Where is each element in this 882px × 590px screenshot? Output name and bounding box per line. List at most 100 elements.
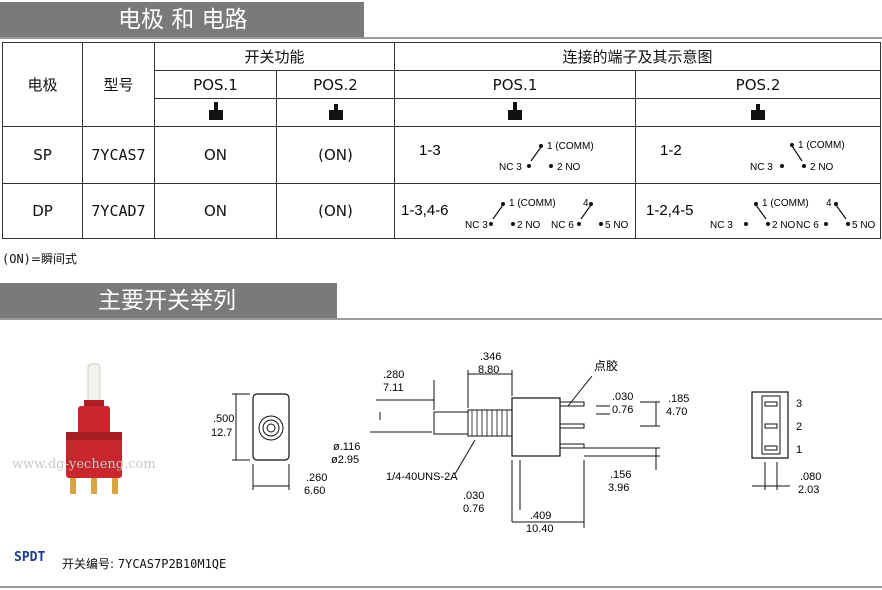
toggle-up-icon	[154, 98, 277, 127]
svg-text:1 (COMM): 1 (COMM)	[509, 198, 556, 209]
svg-text:2 NO: 2 NO	[517, 220, 541, 231]
part-number-label: 开关编号:	[62, 557, 115, 571]
svg-text:12.7: 12.7	[211, 427, 232, 439]
svg-text:.280: .280	[383, 369, 404, 381]
rear-view: 3 2 1 .080 2.03	[751, 391, 821, 496]
svg-text:.030: .030	[463, 490, 484, 502]
section-title: 电极 和 电路	[118, 7, 248, 33]
circuit-table: 电极 型号 开关功能 连接的端子及其示意图 POS.1 POS.2 POS.1 …	[2, 42, 882, 239]
svg-text:10.40: 10.40	[526, 523, 554, 535]
svg-text:.156: .156	[610, 469, 631, 481]
header-function: 开关功能	[153, 42, 396, 71]
svg-text:NC 6: NC 6	[551, 220, 574, 231]
svg-text:0.76: 0.76	[612, 404, 633, 416]
svg-text:.346: .346	[480, 351, 501, 363]
table-row: DP 7YCAD7 ON (ON) 1-3,4-6 1 (COMM) NC 3 …	[2, 183, 882, 239]
toggle-up-icon	[394, 98, 637, 127]
svg-text:6.60: 6.60	[304, 485, 325, 497]
divider	[0, 37, 882, 39]
svg-text:2 NO: 2 NO	[557, 162, 581, 173]
svg-text:2 NO: 2 NO	[810, 162, 834, 173]
section-banner-circuits: 电极 和 电路	[0, 2, 364, 38]
svg-text:2 NO: 2 NO	[772, 220, 796, 231]
svg-text:1 (COMM): 1 (COMM)	[547, 141, 594, 152]
svg-text:NC 3: NC 3	[465, 220, 488, 231]
svg-text:2: 2	[796, 421, 802, 433]
svg-text:.030: .030	[612, 391, 633, 403]
svg-text:1: 1	[796, 444, 802, 456]
switch-type-label: SPDT	[14, 550, 46, 565]
connection-pos2-cell: 1-2,4-5 1 (COMM) NC 3 2 NO 4 NC 6 5 NO	[635, 183, 882, 239]
footnote-text: =瞬间式	[30, 252, 77, 266]
model-cell: 7YCAD7	[82, 183, 155, 239]
svg-text:4: 4	[826, 198, 832, 209]
svg-text:8.80: 8.80	[478, 364, 499, 376]
svg-text:.500: .500	[213, 413, 234, 425]
section-title: 主要开关举列	[98, 288, 236, 314]
svg-text:2.03: 2.03	[798, 484, 819, 496]
dpdt-schematic: 1-3,4-6 1 (COMM) NC 3 2 NO 4 NC 6 5 NO	[401, 198, 629, 231]
spdt-schematic: 1-3 1 (COMM) NC 3 2 NO	[419, 141, 594, 173]
header-model: 型号	[82, 42, 155, 127]
spdt-schematic: 1-2 1 (COMM) NC 3 2 NO	[660, 140, 845, 173]
svg-text:NC 6: NC 6	[796, 220, 819, 231]
pos1-cell: ON	[154, 183, 277, 239]
svg-text:1-3: 1-3	[419, 142, 441, 159]
pos2-cell: (ON)	[275, 183, 396, 239]
pos2-cell: (ON)	[275, 126, 396, 184]
divider	[0, 318, 882, 320]
svg-text:4.70: 4.70	[666, 406, 687, 418]
svg-text:点胶: 点胶	[594, 358, 618, 373]
dpdt-schematic: 1-2,4-5 1 (COMM) NC 3 2 NO 4 NC 6 5 NO	[646, 198, 876, 231]
svg-text:NC 3: NC 3	[710, 220, 733, 231]
pos1-cell: ON	[154, 126, 277, 184]
toggle-down-icon	[275, 98, 396, 127]
svg-text:7.11: 7.11	[383, 382, 404, 394]
svg-text:1/4-40UNS-2A: 1/4-40UNS-2A	[386, 471, 458, 483]
divider	[0, 586, 882, 588]
connection-pos2-cell: 1-2 1 (COMM) NC 3 2 NO	[635, 126, 882, 184]
svg-text:.260: .260	[306, 472, 327, 484]
pole-cell: SP	[2, 126, 83, 184]
svg-text:ø2.95: ø2.95	[331, 454, 359, 466]
connection-pos1-cell: 1-3 1 (COMM) NC 3 2 NO	[394, 126, 637, 184]
pole-cell: DP	[2, 183, 83, 239]
part-number-value: 7YCAS7P2B10M1QE	[117, 557, 227, 571]
svg-text:0.76: 0.76	[463, 503, 484, 515]
header-conn-pos1: POS.1	[394, 70, 637, 99]
svg-text:1-3,4-6: 1-3,4-6	[401, 202, 449, 219]
toggle-down-icon	[635, 98, 882, 127]
svg-text:4: 4	[583, 198, 589, 209]
svg-text:5 NO: 5 NO	[605, 220, 629, 231]
watermark: www.dg-yecheng.com	[12, 457, 156, 472]
connection-pos1-cell: 1-3,4-6 1 (COMM) NC 3 2 NO 4 NC 6 5 NO	[394, 183, 637, 239]
header-func-pos2: POS.2	[275, 70, 396, 99]
footnote: (ON)=瞬间式	[2, 250, 77, 267]
section-banner-examples: 主要开关举列	[0, 283, 337, 319]
svg-text:3.96: 3.96	[608, 482, 629, 494]
table-row: SP 7YCAS7 ON (ON) 1-3 1 (COMM) NC 3 2 NO…	[2, 126, 882, 184]
svg-text:NC 3: NC 3	[750, 162, 773, 173]
header-pole: 电极	[2, 42, 83, 127]
footnote-code: (ON)	[2, 252, 31, 266]
svg-text:.080: .080	[800, 471, 821, 483]
front-view: .500 12.7 .260 6.60	[211, 393, 327, 497]
svg-text:1-2,4-5: 1-2,4-5	[646, 202, 694, 219]
dimension-drawing: .500 12.7 .260 6.60 .280 7.11 .346 8.80 …	[211, 351, 821, 535]
svg-text:NC 3: NC 3	[499, 162, 522, 173]
svg-text:ø.116: ø.116	[333, 441, 360, 453]
header-conn-pos2: POS.2	[635, 70, 882, 99]
model-cell: 7YCAS7	[82, 126, 155, 184]
svg-text:.409: .409	[530, 510, 551, 522]
header-connection: 连接的端子及其示意图	[394, 42, 882, 71]
switch-product-photo	[66, 363, 122, 494]
svg-text:3: 3	[796, 398, 802, 410]
side-view: .280 7.11 .346 8.80 点胶 .030 0.76 .185 4.…	[331, 351, 689, 535]
svg-text:1 (COMM): 1 (COMM)	[798, 140, 845, 151]
svg-text:1-2: 1-2	[660, 142, 682, 159]
part-number: 开关编号: 7YCAS7P2B10M1QE	[62, 555, 226, 572]
svg-text:5 NO: 5 NO	[852, 220, 876, 231]
header-func-pos1: POS.1	[154, 70, 277, 99]
svg-text:.185: .185	[668, 393, 689, 405]
svg-text:1 (COMM): 1 (COMM)	[762, 198, 809, 209]
